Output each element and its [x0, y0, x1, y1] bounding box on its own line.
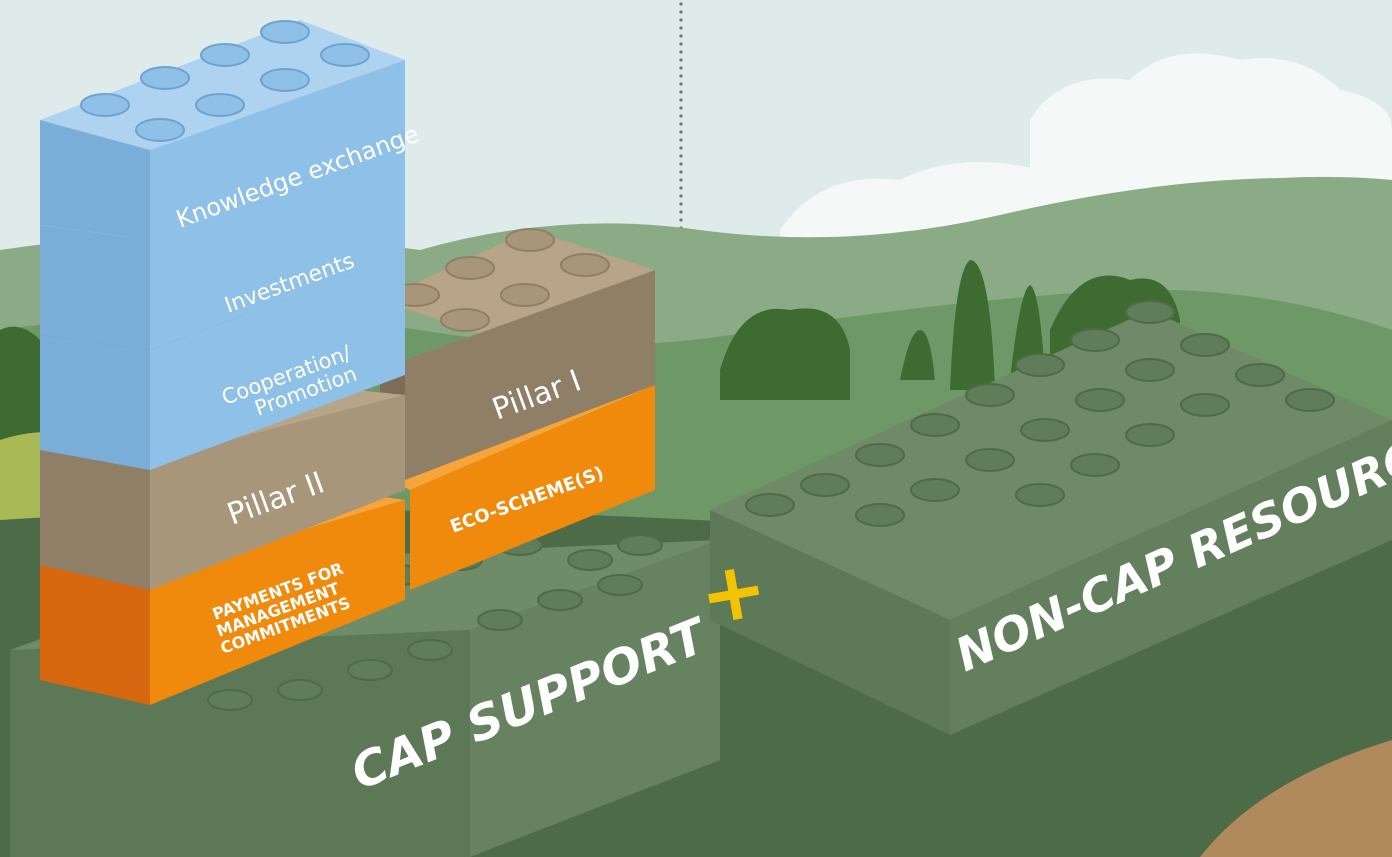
tree: [720, 308, 850, 400]
investments-brick: [40, 145, 405, 350]
knowledge-studs: [80, 20, 370, 142]
cloud: [1030, 53, 1392, 191]
dirt-path: [1200, 740, 1392, 857]
tree: [950, 260, 995, 390]
pillar-one-studs: [390, 228, 610, 332]
cooperation-brick: [40, 255, 405, 470]
tree: [900, 330, 935, 380]
knowledge-brick: [40, 20, 405, 240]
non-cap-studs: [745, 300, 1335, 527]
non-cap-resources-brick: [710, 310, 1392, 735]
dotted-divider: [678, 0, 684, 232]
plus-sign: +: [692, 540, 774, 643]
